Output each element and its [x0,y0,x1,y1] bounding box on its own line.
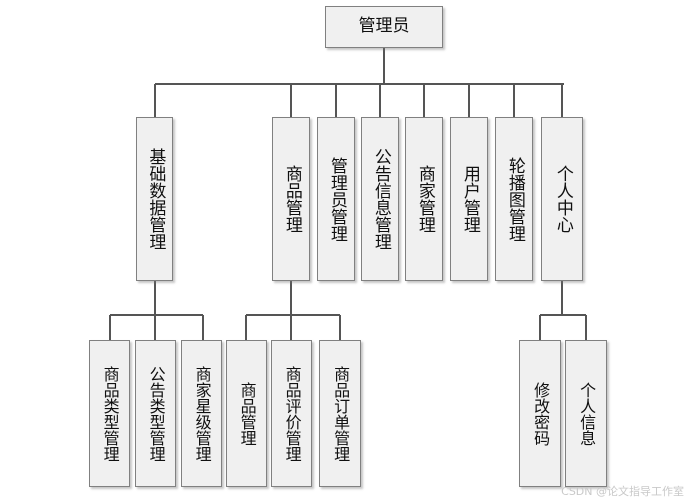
node-root-admin[interactable]: 管理员 [325,6,443,48]
node-product-order-management[interactable]: 商品订单管理 [319,340,361,487]
node-label: 轮播图管理 [504,156,525,242]
node-notice-info-management[interactable]: 公告信息管理 [361,117,399,281]
node-product-type-management[interactable]: 商品类型管理 [89,340,130,487]
node-label: 个人中心 [552,165,573,233]
node-label: 管理员 [358,16,410,37]
node-product-management[interactable]: 商品管理 [272,117,310,281]
node-label: 商家管理 [414,165,435,233]
node-label: 修改密码 [531,381,551,446]
node-sub-product-management[interactable]: 商品管理 [226,340,267,487]
node-product-review-management[interactable]: 商品评价管理 [271,340,312,487]
node-merchant-management[interactable]: 商家管理 [405,117,443,281]
node-label: 商品订单管理 [331,365,351,462]
node-carousel-management[interactable]: 轮播图管理 [495,117,533,281]
node-change-password[interactable]: 修改密码 [519,340,561,487]
node-label: 商品评价管理 [282,365,302,462]
node-label: 商品管理 [237,381,257,446]
node-label: 商品类型管理 [100,365,120,462]
node-label: 商家星级管理 [192,365,212,462]
watermark-text: CSDN @论文指导工作室 [561,485,684,498]
node-label: 公告信息管理 [370,148,391,250]
node-notice-type-management[interactable]: 公告类型管理 [135,340,176,487]
node-admin-management[interactable]: 管理员管理 [317,117,355,281]
node-basic-data-management[interactable]: 基础数据管理 [136,117,173,281]
node-label: 用户管理 [459,165,480,233]
node-personal-center[interactable]: 个人中心 [541,117,583,281]
node-user-management[interactable]: 用户管理 [450,117,488,281]
node-label: 公告类型管理 [146,365,166,462]
node-label: 基础数据管理 [145,148,166,250]
node-personal-info[interactable]: 个人信息 [565,340,607,487]
node-label: 个人信息 [577,381,597,446]
node-label: 管理员管理 [326,156,347,242]
node-label: 商品管理 [281,165,302,233]
node-merchant-star-management[interactable]: 商家星级管理 [181,340,222,487]
